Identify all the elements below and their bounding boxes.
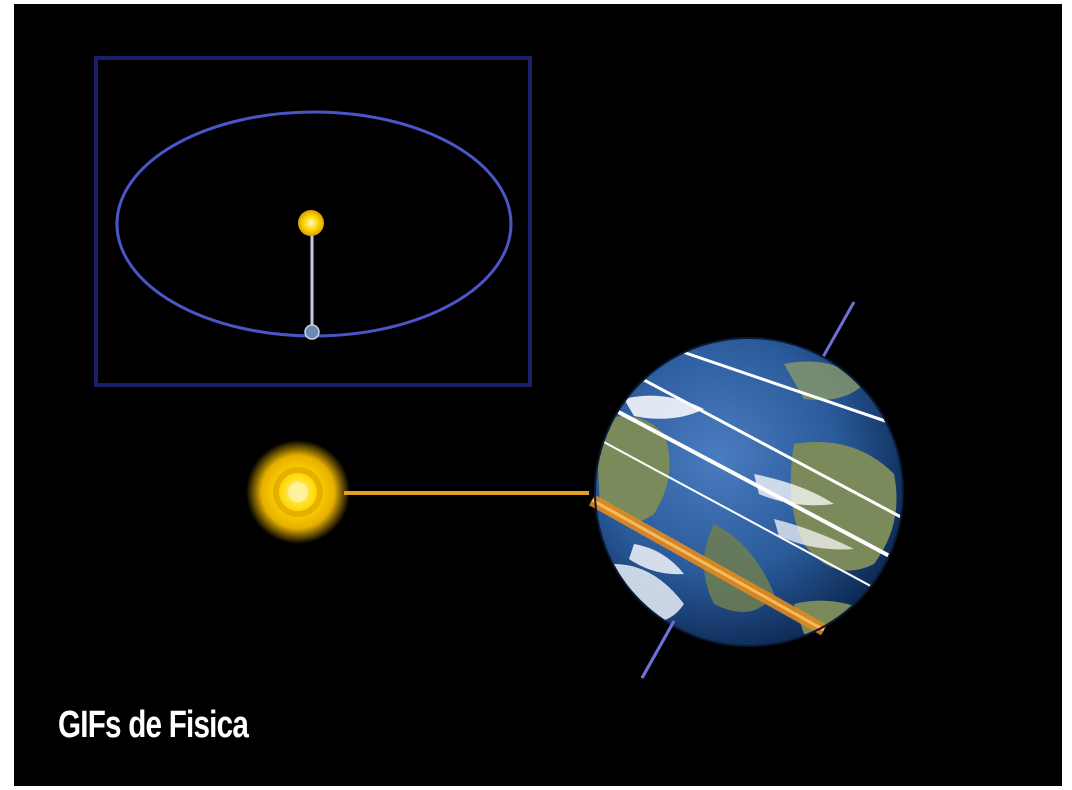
orbit-inset-panel: [94, 56, 532, 387]
gif-frame: GIFs de Fisica: [14, 4, 1062, 786]
watermark: GIFs de Fisica: [58, 704, 249, 746]
earth-season-diagram: [94, 56, 904, 679]
earth-icon: [304, 324, 320, 340]
earth-axis-lower: [640, 620, 676, 679]
sun-icon: [246, 440, 350, 544]
earth-globe-icon: [589, 337, 904, 647]
sun-icon: [298, 210, 324, 236]
